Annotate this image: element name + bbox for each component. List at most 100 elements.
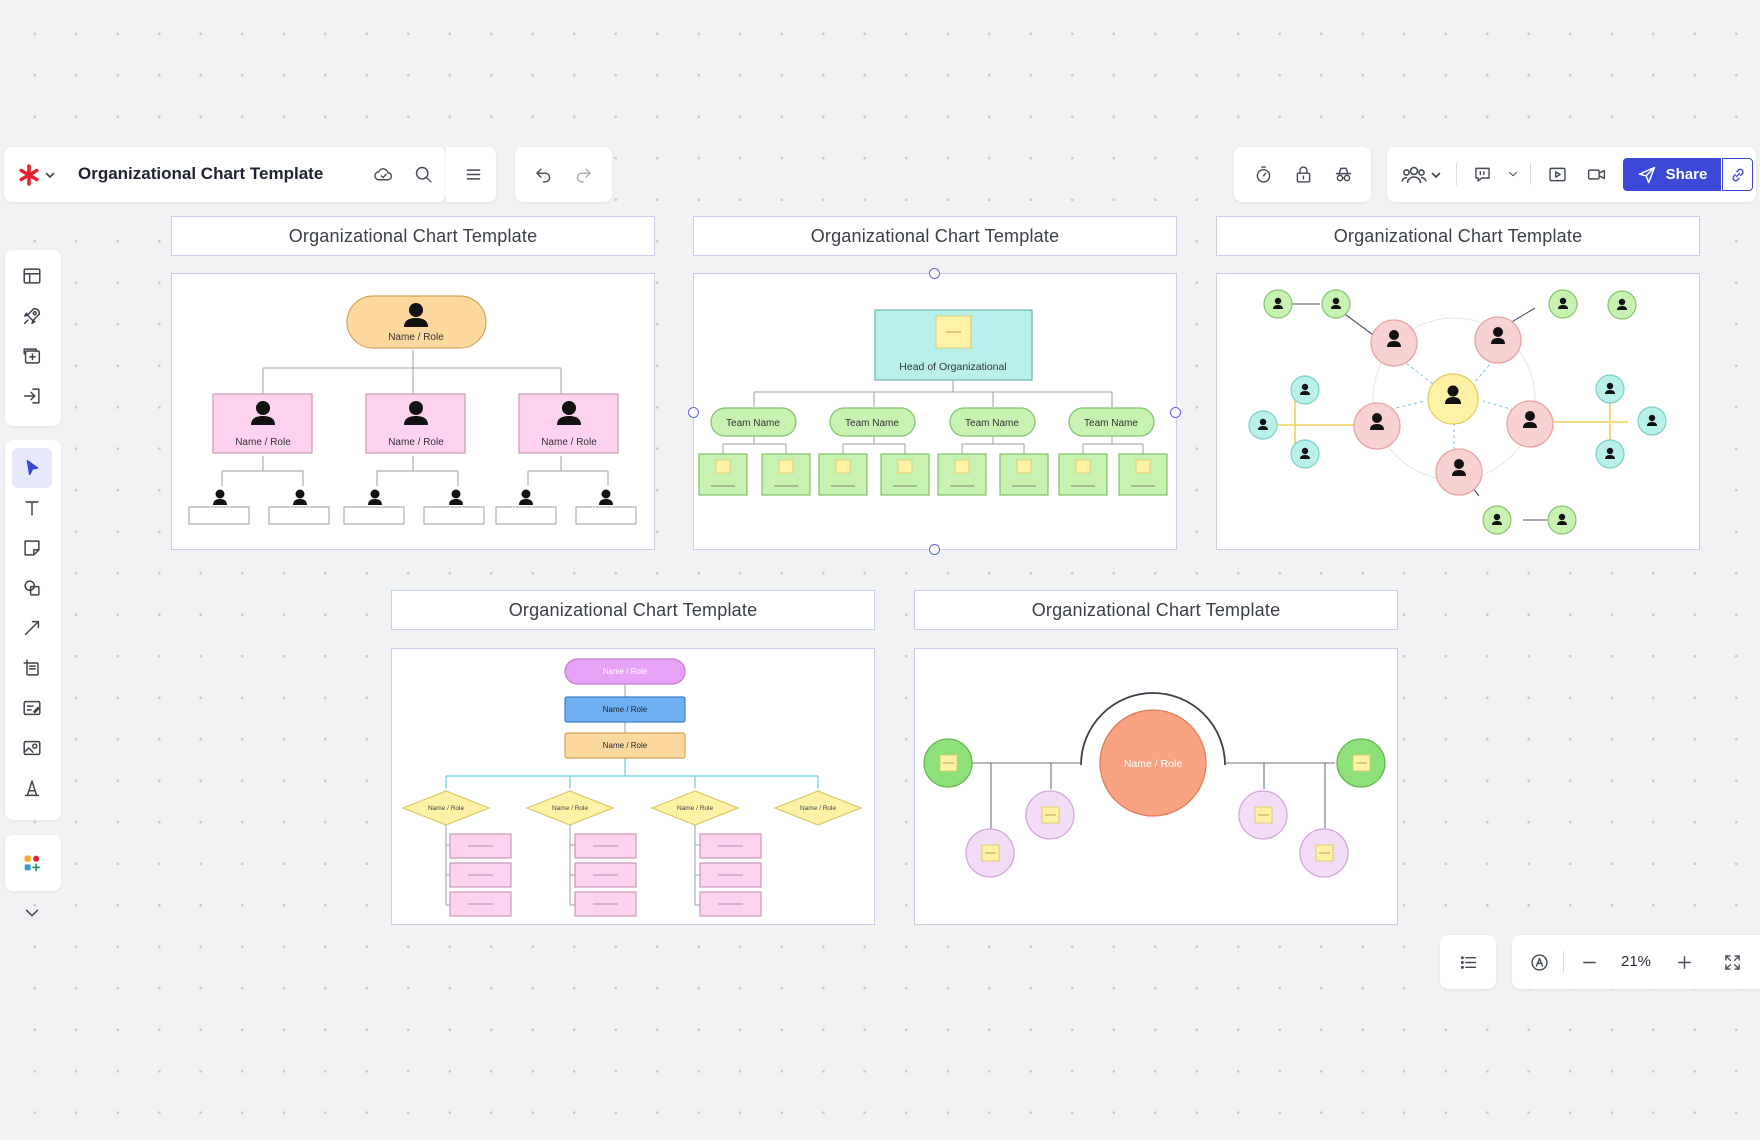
expand-icon xyxy=(1724,954,1740,970)
frame-add-tool[interactable] xyxy=(12,336,52,376)
team-member-cards xyxy=(698,453,1168,496)
person-glyphs xyxy=(1258,297,1657,525)
collab-panel: Share xyxy=(1387,147,1756,202)
arrow-line-icon xyxy=(24,620,40,636)
lock-board-button[interactable] xyxy=(1288,159,1318,189)
left-toolbar-main xyxy=(5,440,61,820)
frame-team-chart[interactable]: Head of Organizational Team Name Team Na… xyxy=(693,273,1177,550)
undo-icon xyxy=(535,168,550,183)
apps-plus-icon xyxy=(24,855,41,872)
frame-title-1[interactable]: Organizational Chart Template xyxy=(171,216,655,256)
quick-start-tool[interactable] xyxy=(12,296,52,336)
video-call-button[interactable] xyxy=(1581,159,1611,189)
send-plane-icon xyxy=(1638,166,1655,183)
frame-tool[interactable] xyxy=(12,648,52,688)
list-icon xyxy=(1460,955,1476,969)
cloud-sync-button[interactable] xyxy=(368,159,398,189)
select-tool[interactable] xyxy=(12,448,52,488)
connector-tool[interactable] xyxy=(12,608,52,648)
frame-crop-icon xyxy=(23,659,39,676)
frame-network-chart[interactable] xyxy=(1216,273,1700,550)
comments-button[interactable] xyxy=(1467,159,1497,189)
zoom-level[interactable]: 21% xyxy=(1620,953,1652,970)
flow-role-label-2: Name / Role xyxy=(603,705,648,714)
mid-role-label-2: Name / Role xyxy=(388,437,444,448)
zoom-out-button[interactable] xyxy=(1574,947,1604,977)
collab-divider xyxy=(1456,163,1457,185)
selection-handle-right[interactable] xyxy=(1170,407,1181,418)
redo-button[interactable] xyxy=(568,159,598,189)
copy-link-button[interactable] xyxy=(1722,158,1753,191)
undo-button[interactable] xyxy=(528,159,558,189)
zoom-panel xyxy=(1512,935,1760,989)
zoom-in-button[interactable] xyxy=(1669,947,1699,977)
frame-radial-chart[interactable]: Name / Role xyxy=(914,648,1398,925)
left-toolbar-apps xyxy=(5,835,61,891)
fit-screen-button[interactable] xyxy=(1717,947,1747,977)
chevron-down-icon xyxy=(25,909,39,917)
file-title[interactable]: Organizational Chart Template xyxy=(78,164,324,183)
users-group-icon xyxy=(1401,166,1427,184)
import-tool[interactable] xyxy=(12,376,52,416)
frame-title-2[interactable]: Organizational Chart Template xyxy=(693,216,1177,256)
head-label: Head of Organizational xyxy=(899,361,1006,373)
app-logo-menu[interactable] xyxy=(18,161,64,189)
sticky-note-icon xyxy=(24,540,40,556)
selection-handle-bottom[interactable] xyxy=(929,544,940,555)
rocket-icon xyxy=(23,307,41,325)
private-mode-button[interactable] xyxy=(1328,159,1358,189)
flow-role-label-3: Name / Role xyxy=(603,741,648,750)
timer-button[interactable] xyxy=(1248,159,1278,189)
import-icon xyxy=(23,388,40,404)
cloud-check-icon xyxy=(373,167,392,180)
collaborators-button[interactable] xyxy=(1401,160,1447,190)
sticky-note-tool[interactable] xyxy=(12,528,52,568)
shapes-tool[interactable] xyxy=(12,568,52,608)
text-tool[interactable] xyxy=(12,488,52,528)
chevron-down-icon xyxy=(1509,171,1517,177)
apps-tool[interactable] xyxy=(12,843,52,883)
frame-flow-chart[interactable]: Name / Role Name / Role Name / Role Name… xyxy=(391,648,875,925)
minus-icon xyxy=(1582,961,1596,963)
pen-nib-icon xyxy=(24,780,40,797)
share-button[interactable]: Share xyxy=(1623,158,1721,191)
mid-role-label-1: Name / Role xyxy=(235,437,291,448)
search-icon xyxy=(415,166,432,183)
link-icon xyxy=(1731,168,1744,181)
team-chart: Head of Organizational Team Name Team Na… xyxy=(698,309,1168,496)
media-tool[interactable] xyxy=(12,728,52,768)
incognito-icon xyxy=(1335,167,1351,181)
video-camera-icon xyxy=(1587,168,1605,180)
selection-handle-left[interactable] xyxy=(688,407,699,418)
template-text-tool[interactable] xyxy=(12,688,52,728)
templates-tool[interactable] xyxy=(12,256,52,296)
frame-hierarchy-chart[interactable]: Name / Role Name / Role Name / Role Name… xyxy=(171,273,655,550)
frame-title-3[interactable]: Organizational Chart Template xyxy=(1216,216,1700,256)
lock-icon xyxy=(1296,165,1310,183)
file-header-panel: Organizational Chart Template xyxy=(4,147,451,202)
comments-dropdown[interactable] xyxy=(1503,159,1523,189)
center-role-node xyxy=(1099,709,1207,817)
selection-handle-top[interactable] xyxy=(929,268,940,279)
auto-layout-button[interactable] xyxy=(1524,947,1554,977)
share-label: Share xyxy=(1665,166,1708,183)
frame-title-5[interactable]: Organizational Chart Template xyxy=(914,590,1398,630)
hierarchy-chart: Name / Role Name / Role Name / Role Name… xyxy=(188,295,637,525)
chevron-down-icon xyxy=(1431,172,1441,179)
cursor-arrow-icon xyxy=(26,459,39,476)
frame-title-4[interactable]: Organizational Chart Template xyxy=(391,590,875,630)
main-menu-button[interactable] xyxy=(458,159,488,189)
present-button[interactable] xyxy=(1542,159,1572,189)
team-label-2: Team Name xyxy=(845,418,899,429)
diamond-label-4: Name / Role xyxy=(800,805,837,812)
search-button[interactable] xyxy=(408,159,438,189)
pen-tool[interactable] xyxy=(12,768,52,808)
plus-icon xyxy=(1677,955,1691,969)
network-chart xyxy=(1248,289,1667,535)
team-label-1: Team Name xyxy=(726,418,780,429)
redo-icon xyxy=(576,168,591,183)
shapes-icon xyxy=(24,580,40,596)
flow-role-label-1: Name / Role xyxy=(603,667,648,676)
outline-button[interactable] xyxy=(1453,947,1483,977)
more-tools-button[interactable] xyxy=(12,893,52,933)
